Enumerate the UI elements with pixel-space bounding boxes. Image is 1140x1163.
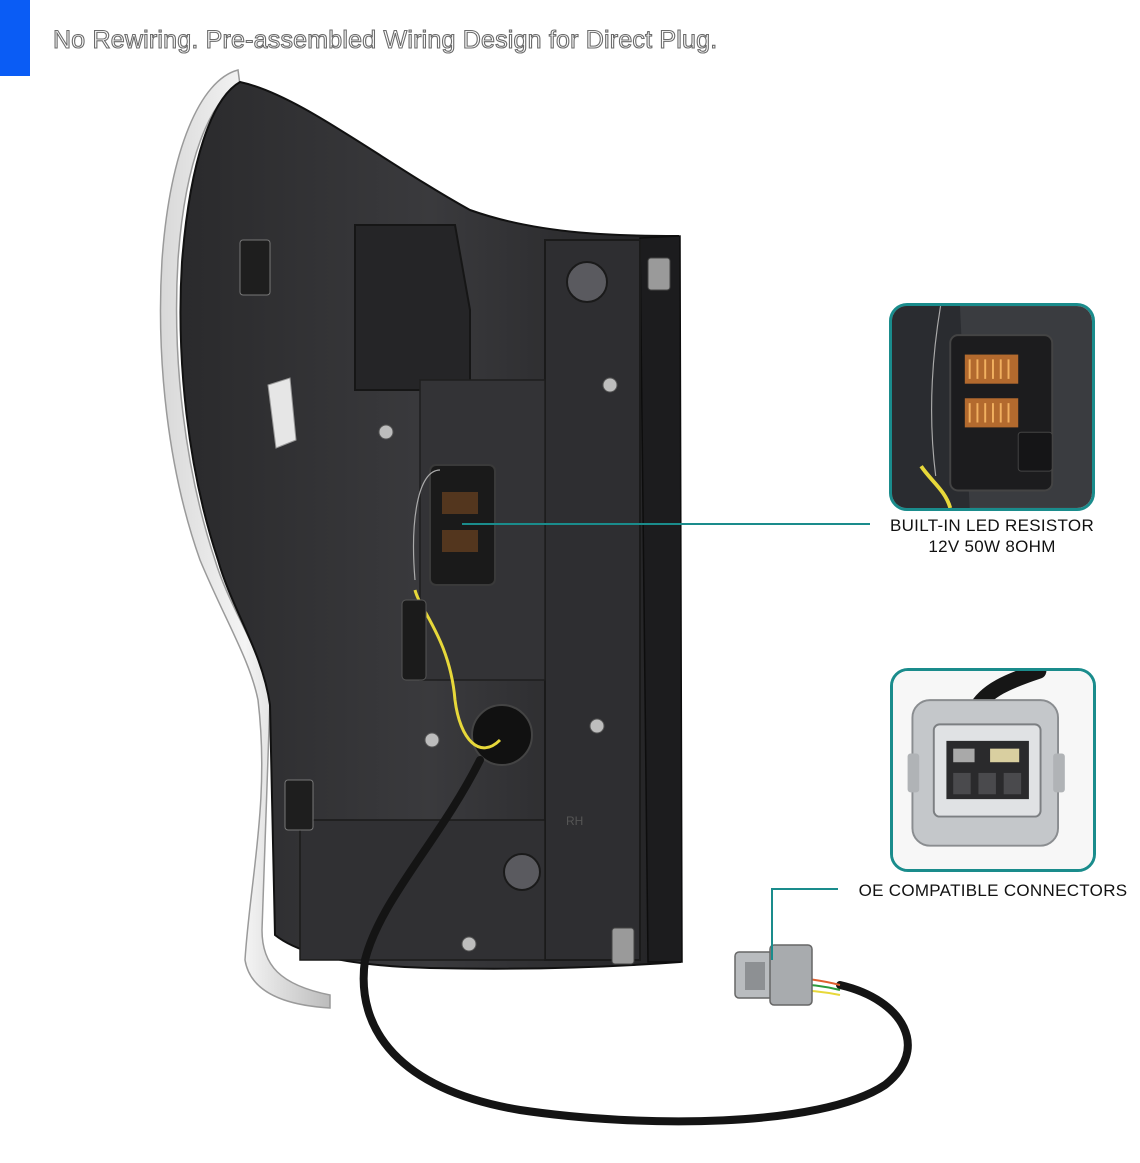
housing-side-strip <box>639 235 683 963</box>
connector-label: OE COMPATIBLE CONNECTORS <box>858 881 1128 900</box>
housing-rim <box>159 69 331 1009</box>
grommet-bottom <box>503 853 541 891</box>
resistor-callout-box <box>889 303 1095 511</box>
resistor-title: BUILT-IN LED RESISTOR <box>889 516 1095 535</box>
connector-closeup-icon <box>893 671 1093 869</box>
molded-rh: RH <box>566 814 583 828</box>
grommet-top <box>566 261 608 303</box>
resistor-spec: 12V 50W 8OHM <box>928 537 1056 556</box>
connector-callout-box <box>890 668 1096 872</box>
wire-harness <box>359 756 912 1126</box>
callout-line-connector <box>771 888 838 960</box>
inner-panel-right <box>544 239 641 961</box>
headline: No Rewiring. Pre-assembled Wiring Design… <box>52 25 718 54</box>
inner-panel-top <box>354 224 471 391</box>
resistor-closeup-icon <box>892 306 1092 508</box>
accent-bar <box>0 0 30 76</box>
resistor-label: BUILT-IN LED RESISTOR 12V 50W 8OHM <box>876 515 1108 557</box>
inner-panel-bottom <box>299 819 546 961</box>
